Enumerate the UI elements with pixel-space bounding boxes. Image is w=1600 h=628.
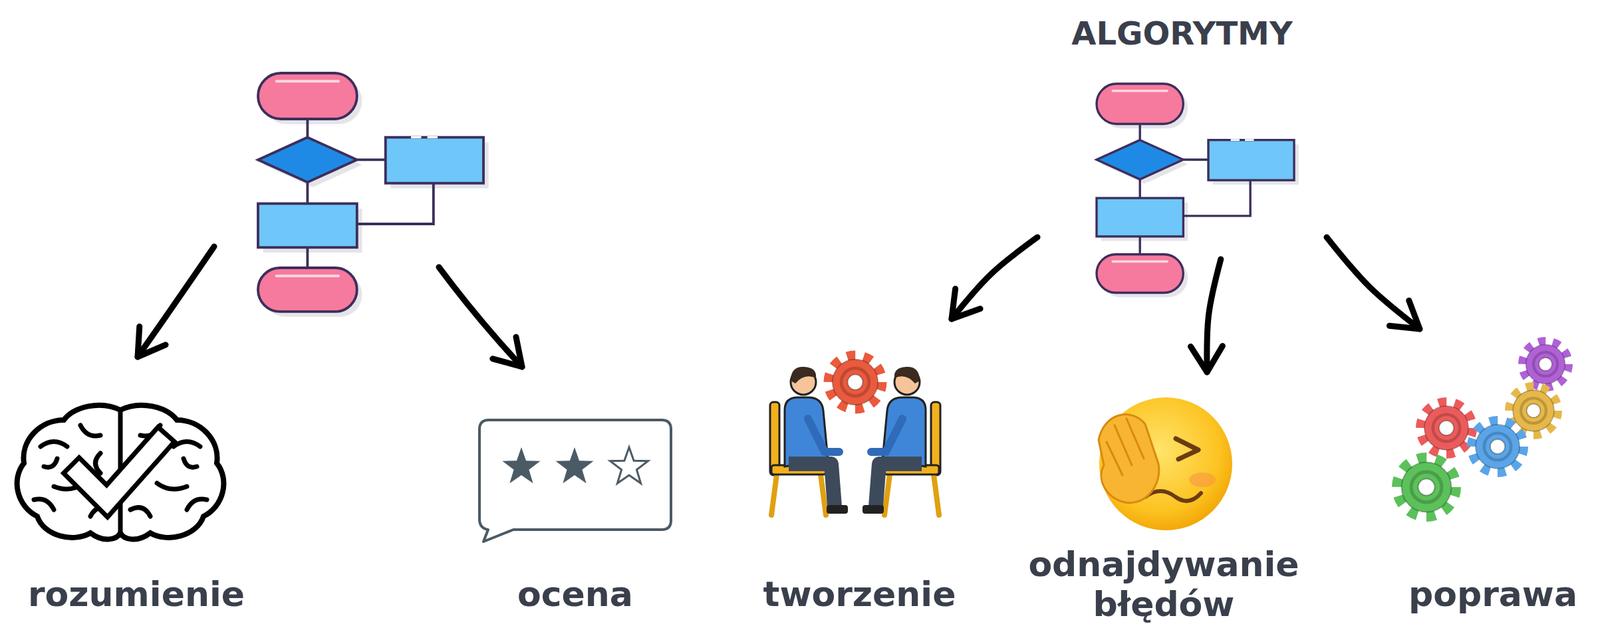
flowchart-icon xyxy=(258,73,489,318)
facepalm-emoji xyxy=(1189,472,1216,488)
brain-icon xyxy=(17,405,225,540)
gears-icon xyxy=(1471,420,1523,473)
facepalm-emoji xyxy=(1098,397,1233,531)
gears-icon xyxy=(1509,387,1558,435)
rating-bubble xyxy=(479,420,671,542)
facepalm-emoji xyxy=(1098,414,1160,504)
flowchart-icon xyxy=(1096,83,1299,298)
illustration-card: ocena xyxy=(465,399,685,616)
illustration-card: tworzenie xyxy=(751,319,968,616)
teamwork-icon xyxy=(770,367,848,516)
illustration-card: rozumienie xyxy=(9,392,263,616)
brain-icon xyxy=(17,405,225,540)
layout-arrow xyxy=(137,246,215,358)
rating-bubble xyxy=(610,447,649,484)
arrow-connector xyxy=(1206,259,1221,373)
caption-label: poprawa xyxy=(1404,575,1582,616)
facepalm-emoji xyxy=(1099,397,1233,531)
gears-icon xyxy=(1397,341,1569,517)
facepalm-emoji xyxy=(1175,438,1199,460)
flowchart-node: ALGORYTMY xyxy=(1037,6,1327,260)
rating-bubble xyxy=(555,447,594,484)
teamwork-icon xyxy=(862,367,941,516)
brain-icon xyxy=(79,442,159,502)
teamwork-icon xyxy=(862,367,941,516)
facepalm-emoji xyxy=(1145,491,1201,502)
gears-icon xyxy=(1397,458,1456,517)
arrow-connector xyxy=(951,237,1038,320)
arrow-connector xyxy=(1326,237,1420,330)
brain-icon xyxy=(33,412,207,533)
rating-bubble xyxy=(479,420,671,542)
gears-icon xyxy=(1420,402,1472,454)
teamwork-icon xyxy=(770,355,941,516)
layout-arrow xyxy=(438,267,523,368)
caption-label: ocena xyxy=(513,575,638,616)
rating-bubble xyxy=(502,447,541,484)
caption-label: rozumienie xyxy=(23,575,249,616)
caption-label: tworzenie xyxy=(759,575,961,616)
illustration-card: poprawa xyxy=(1393,329,1593,616)
caption-label: odnajdywanie błędów xyxy=(1002,545,1326,626)
facepalm-emoji xyxy=(1106,418,1144,476)
heading-label: ALGORYTMY xyxy=(1067,15,1297,52)
brain-icon xyxy=(79,442,159,502)
layout-arrow xyxy=(137,246,523,368)
teamwork-icon xyxy=(828,355,882,409)
illustration-card: odnajdywanie błędów xyxy=(1002,372,1326,626)
gears-icon xyxy=(1522,341,1569,388)
